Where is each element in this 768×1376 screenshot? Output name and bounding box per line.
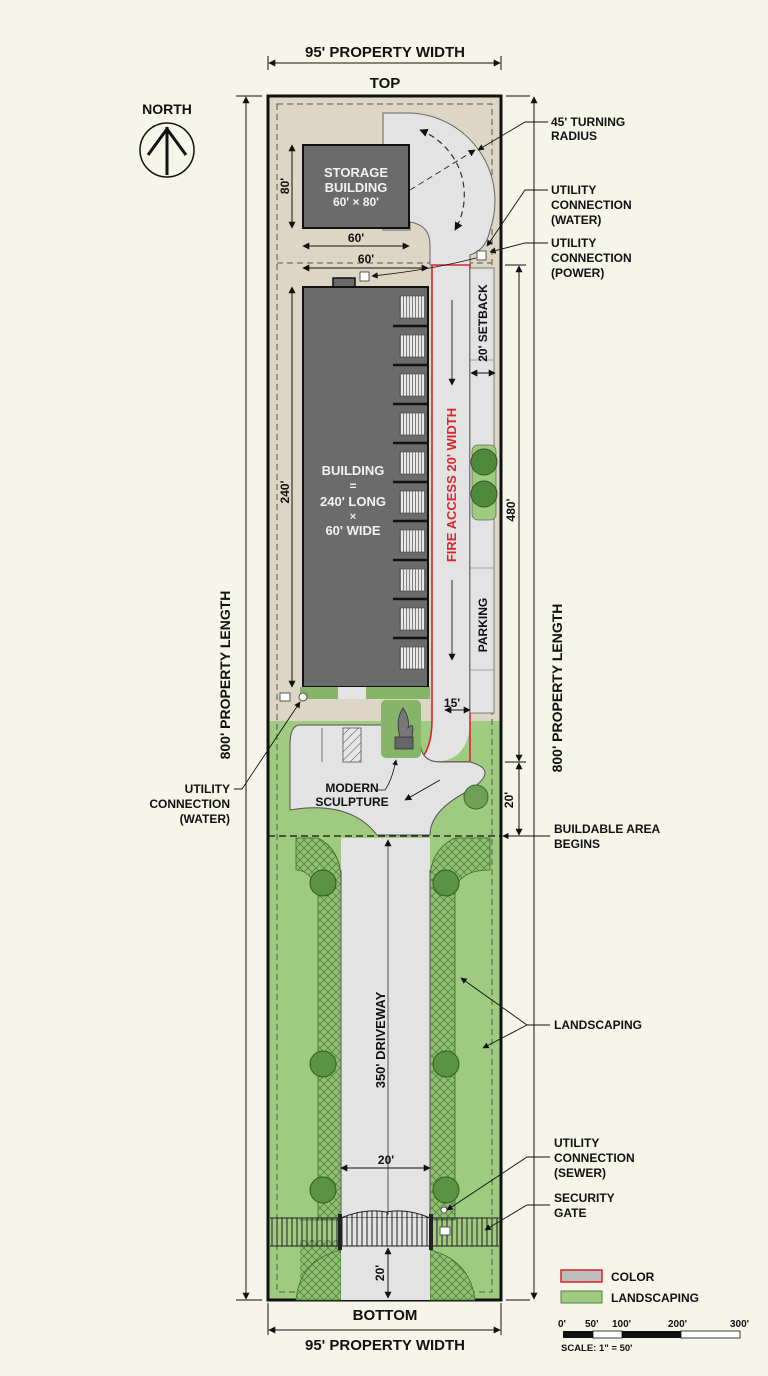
svg-text:(WATER): (WATER) [180, 812, 230, 826]
turning-radius-area [382, 112, 496, 266]
right-length-dimension: 800' PROPERTY LENGTH 480' 20' [502, 95, 565, 1301]
svg-text:UTILITY: UTILITY [185, 782, 230, 796]
fire-access-lane: FIRE ACCESS 20' WIDTH [415, 264, 471, 763]
svg-text:CONNECTION: CONNECTION [554, 1151, 635, 1165]
buildable-offset-dim: 20' [502, 792, 516, 808]
callout-security-gate: SECURITY GATE [484, 1191, 615, 1231]
svg-text:(POWER): (POWER) [551, 266, 604, 280]
callout-utility-water-top: UTILITY CONNECTION (WATER) [486, 183, 632, 247]
gate-offset-dim: 20' [373, 1265, 387, 1281]
svg-text:(SEWER): (SEWER) [554, 1166, 606, 1180]
sculpture-icon [394, 707, 414, 750]
svg-text:RADIUS: RADIUS [551, 129, 597, 143]
utility-power-icon [359, 271, 370, 282]
tree-icon [432, 1050, 460, 1078]
scale-bar: 0' 50' 100' 200' 300' SCALE: 1" = 50' [558, 1319, 749, 1354]
north-arrow-icon [139, 122, 195, 178]
top-width-label: 95' PROPERTY WIDTH [305, 44, 465, 61]
tree-icon [309, 869, 337, 897]
utility-sewer-icon [440, 1206, 448, 1214]
building-label-2: = [349, 479, 356, 493]
sculpture-label-2: SCULPTURE [315, 795, 388, 809]
top-dimension: 95' PROPERTY WIDTH TOP [267, 44, 502, 92]
left-length-dimension: 800' PROPERTY LENGTH [217, 95, 262, 1301]
svg-text:(WATER): (WATER) [551, 213, 601, 227]
left-length-label: 800' PROPERTY LENGTH [217, 591, 233, 760]
utility-water-left-icon [279, 692, 308, 702]
legend-swatch-landscaping [560, 1290, 603, 1304]
storage-width-dim: 60' [348, 231, 364, 245]
callout-buildable-area: BUILDABLE AREA BEGINS [502, 822, 661, 851]
right-480-dim: 480' [504, 498, 518, 521]
svg-text:0': 0' [558, 1319, 566, 1330]
callout-turning-radius: 45' TURNING RADIUS [477, 115, 625, 151]
storage-height-dim: 80' [278, 178, 292, 194]
building-label-1: BUILDING [322, 463, 385, 478]
legend: COLOR LANDSCAPING [560, 1269, 699, 1305]
front-plaza: 15' MODERN SCULPTURE [279, 250, 489, 836]
security-gate [270, 1206, 499, 1250]
svg-text:UTILITY: UTILITY [554, 1136, 599, 1150]
bottom-edge-label: BOTTOM [353, 1307, 418, 1324]
tree-icon [470, 448, 498, 476]
tree-icon [309, 1050, 337, 1078]
callout-utility-water-left: UTILITY CONNECTION (WATER) [149, 701, 301, 826]
tree-icon [463, 784, 489, 810]
tree-icon [432, 869, 460, 897]
building-width-dim: 60' [358, 252, 374, 266]
svg-text:SECURITY: SECURITY [554, 1191, 615, 1205]
svg-text:CONNECTION: CONNECTION [551, 251, 632, 265]
storage-label-1: STORAGE [324, 165, 388, 180]
parking-strip: 20' SETBACK PARKING [469, 267, 498, 714]
legend-label-landscaping: LANDSCAPING [611, 1291, 699, 1305]
callout-utility-sewer: UTILITY CONNECTION (SEWER) [446, 1136, 635, 1211]
bottom-dimension: BOTTOM 95' PROPERTY WIDTH [267, 1303, 502, 1354]
fire-access-label: FIRE ACCESS 20' WIDTH [444, 408, 459, 562]
building-label-5: 60' WIDE [325, 523, 380, 538]
svg-text:LANDSCAPING: LANDSCAPING [554, 1018, 642, 1032]
building-label-3: 240' LONG [320, 494, 386, 509]
legend-label-color: COLOR [611, 1270, 655, 1284]
north-label: NORTH [142, 101, 192, 117]
driveway: 350' DRIVEWAY 20' [295, 837, 491, 1301]
storage-building: STORAGE BUILDING 60' × 80' [302, 144, 410, 229]
driveway-width-dim: 20' [378, 1153, 394, 1167]
svg-text:CONNECTION: CONNECTION [551, 198, 632, 212]
tree-icon [432, 1176, 460, 1204]
svg-text:UTILITY: UTILITY [551, 183, 596, 197]
callout-utility-power: UTILITY CONNECTION (POWER) [371, 236, 632, 280]
legend-swatch-color [560, 1269, 603, 1283]
svg-text:200': 200' [668, 1319, 687, 1330]
svg-text:UTILITY: UTILITY [551, 236, 596, 250]
svg-text:BUILDABLE AREA: BUILDABLE AREA [554, 822, 661, 836]
driveway-label: 350' DRIVEWAY [373, 991, 388, 1088]
tree-icon [470, 480, 498, 508]
utility-water-top-icon [476, 250, 487, 261]
setback-label: 20' SETBACK [476, 284, 490, 362]
top-edge-label: TOP [370, 75, 401, 92]
loading-docks [393, 295, 428, 670]
svg-text:GATE: GATE [554, 1206, 586, 1220]
svg-text:50': 50' [585, 1319, 599, 1330]
svg-text:300': 300' [730, 1319, 749, 1330]
svg-text:100': 100' [612, 1319, 631, 1330]
sculpture-label-1: MODERN [325, 781, 378, 795]
fire-lane-width-dim: 15' [444, 696, 460, 710]
bottom-width-label: 95' PROPERTY WIDTH [305, 1337, 465, 1354]
svg-text:SCALE: 1" = 50': SCALE: 1" = 50' [561, 1343, 632, 1354]
parking-label: PARKING [476, 598, 490, 652]
building-length-dim: 240' [278, 480, 292, 503]
main-building: BUILDING = 240' LONG × 60' WIDE [302, 277, 429, 688]
tree-icon [309, 1176, 337, 1204]
svg-text:BEGINS: BEGINS [554, 837, 600, 851]
storage-label-2: BUILDING [325, 180, 388, 195]
storage-label-3: 60' × 80' [333, 195, 379, 209]
svg-text:45' TURNING: 45' TURNING [551, 115, 625, 129]
svg-text:CONNECTION: CONNECTION [149, 797, 230, 811]
right-length-label: 800' PROPERTY LENGTH [549, 604, 565, 773]
building-label-4: × [350, 511, 356, 523]
callout-landscaping: LANDSCAPING [460, 977, 642, 1049]
north-arrow: NORTH [139, 101, 195, 178]
